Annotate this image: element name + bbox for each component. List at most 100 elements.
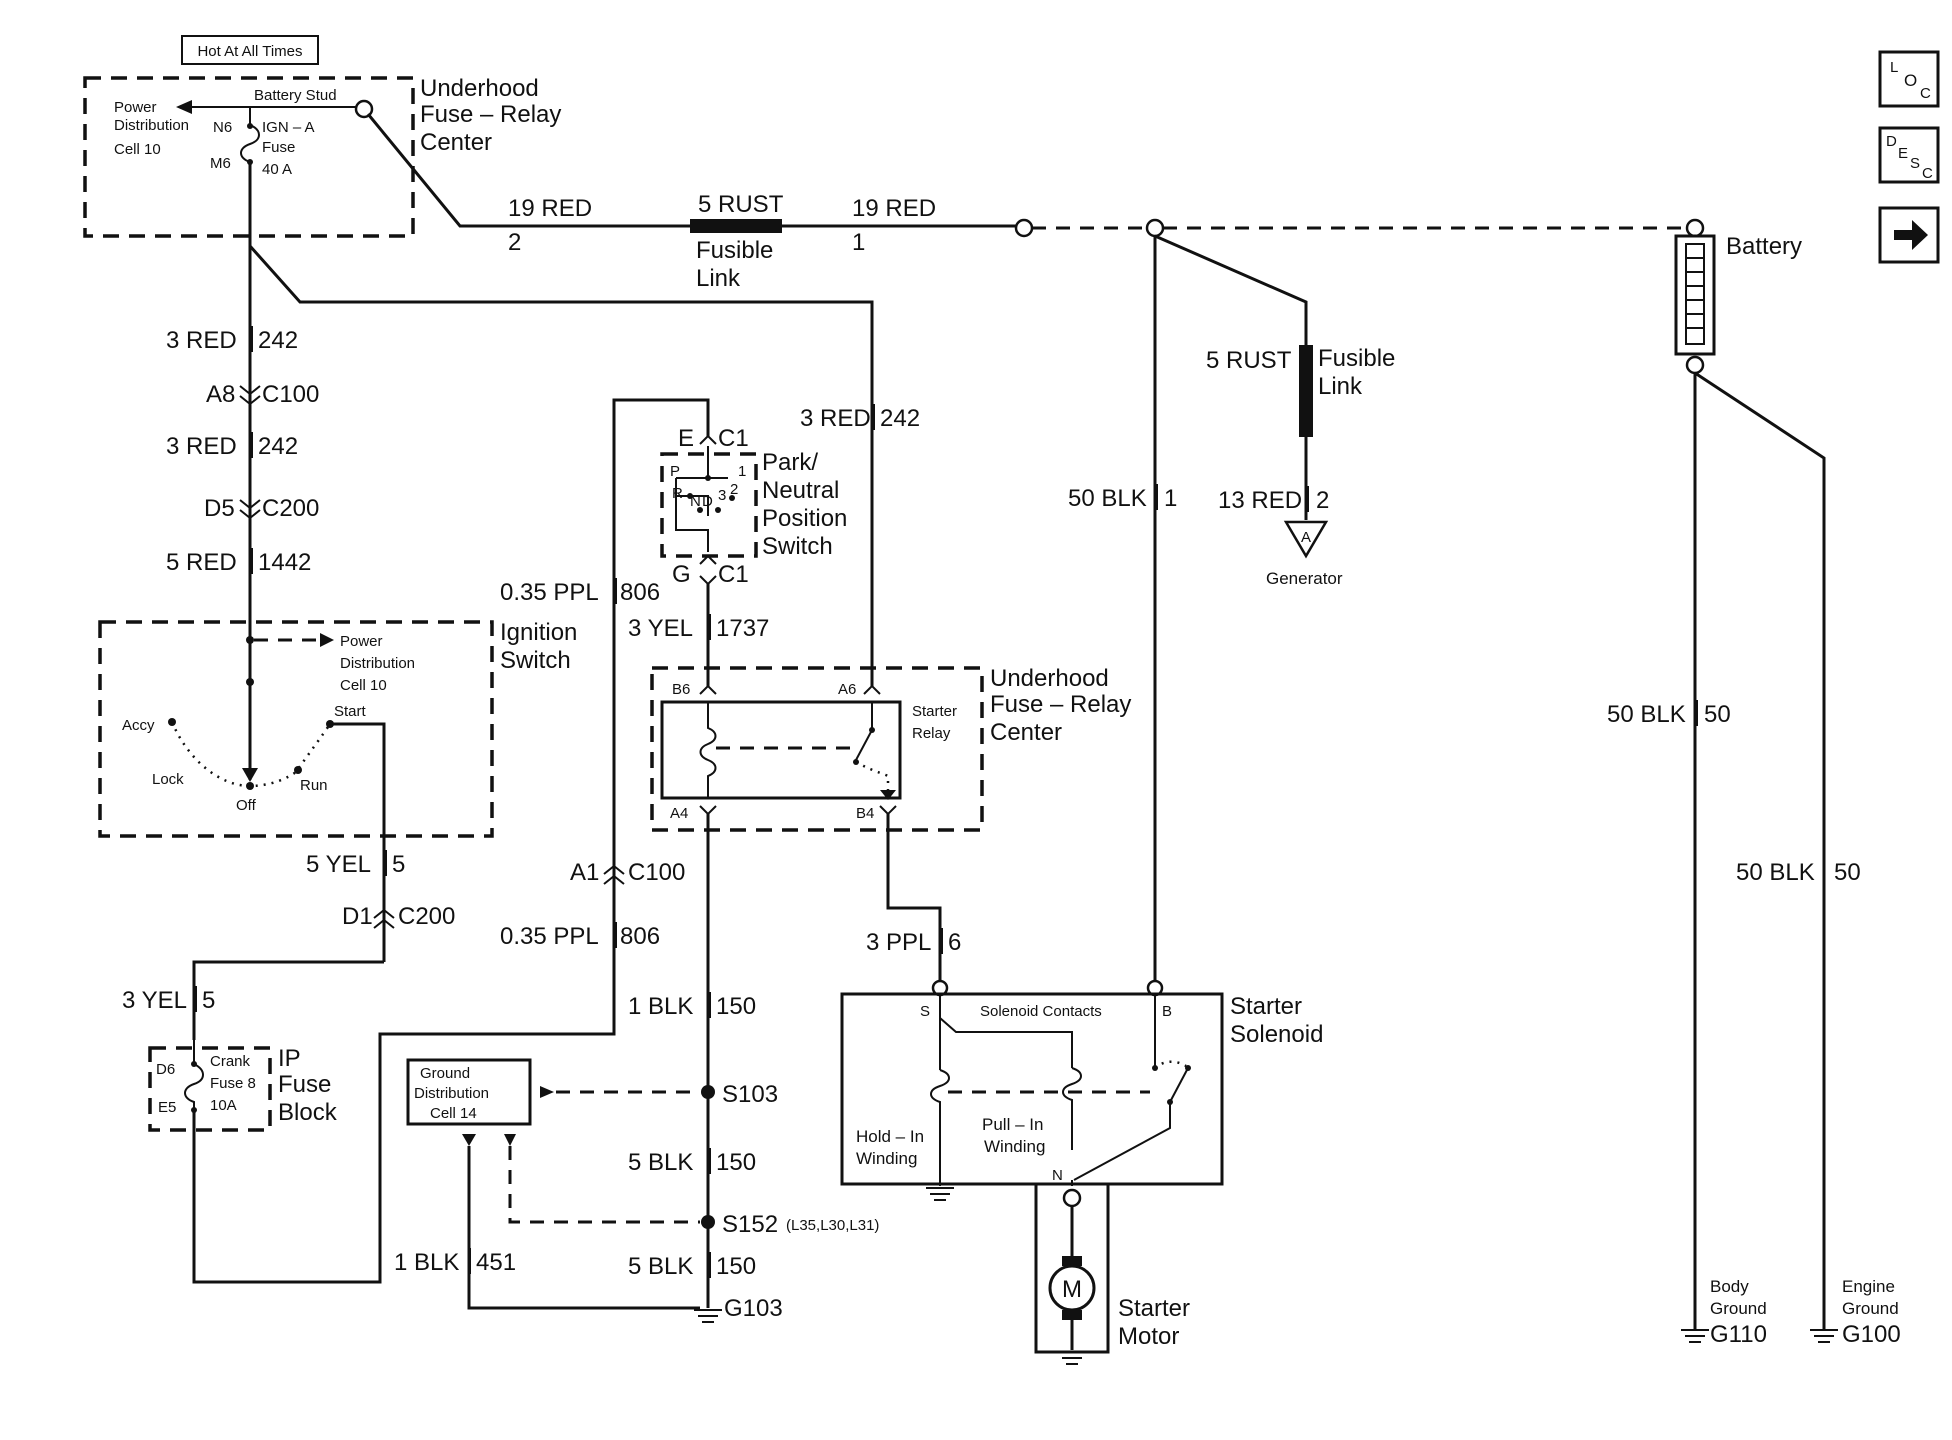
svg-text:Starter: Starter — [1118, 1295, 1190, 1322]
svg-text:150: 150 — [716, 1149, 756, 1176]
arrow-left-icon — [176, 100, 192, 114]
svg-text:Solenoid: Solenoid — [1230, 1021, 1323, 1048]
svg-text:C: C — [1922, 165, 1933, 182]
svg-text:R: R — [672, 485, 683, 502]
svg-text:Fusible: Fusible — [696, 237, 773, 264]
svg-text:3 RED: 3 RED — [166, 327, 237, 354]
svg-text:1 BLK: 1 BLK — [628, 993, 693, 1020]
svg-text:Battery Stud: Battery Stud — [254, 87, 337, 104]
svg-text:0.35 PPL: 0.35 PPL — [500, 923, 599, 950]
svg-text:Power: Power — [340, 633, 383, 650]
svg-text:806: 806 — [620, 579, 660, 606]
svg-text:40 A: 40 A — [262, 161, 292, 178]
svg-text:1: 1 — [852, 229, 865, 256]
svg-text:A6: A6 — [838, 681, 856, 698]
splice-s152 — [701, 1215, 715, 1229]
ignition-switch: Ignition Switch Power Distribution Cell … — [98, 619, 577, 962]
svg-text:Starter: Starter — [1230, 993, 1302, 1020]
svg-text:Fuse: Fuse — [278, 1071, 331, 1098]
ip-fuse-block: D6 E5 Crank Fuse 8 10A IP Fuse Block — [148, 880, 616, 1284]
svg-text:3 RED: 3 RED — [166, 433, 237, 460]
svg-text:5 RED: 5 RED — [166, 549, 237, 576]
svg-text:5 BLK: 5 BLK — [628, 1149, 693, 1176]
crank-fuse — [184, 1040, 204, 1112]
svg-text:D: D — [702, 493, 713, 510]
svg-text:50: 50 — [1704, 701, 1731, 728]
svg-text:Hold – In: Hold – In — [856, 1127, 924, 1146]
svg-text:1: 1 — [738, 463, 746, 480]
hold-in-winding — [930, 1069, 950, 1186]
svg-text:G: G — [672, 561, 691, 588]
svg-text:Distribution: Distribution — [414, 1085, 489, 1102]
wire-19-red-main: 19 RED 2 5 RUST Fusible Link 19 RED 1 — [366, 113, 1690, 292]
svg-text:Fusible: Fusible — [1318, 345, 1395, 372]
svg-text:3 PPL: 3 PPL — [866, 929, 931, 956]
svg-text:L: L — [1890, 59, 1898, 76]
svg-text:Block: Block — [278, 1099, 338, 1126]
svg-text:S: S — [920, 1003, 930, 1020]
svg-text:3 YEL: 3 YEL — [122, 987, 187, 1014]
generator-feed: A Generator 5 RUST Fusible Link 13 RED 2 — [1154, 234, 1395, 588]
svg-text:3: 3 — [718, 487, 726, 504]
svg-text:G100: G100 — [1842, 1321, 1901, 1348]
svg-text:50: 50 — [1834, 859, 1861, 886]
relay-coil — [699, 702, 717, 798]
svg-text:10A: 10A — [210, 1097, 237, 1114]
svg-text:19 RED: 19 RED — [508, 195, 592, 222]
svg-text:Link: Link — [1318, 373, 1363, 400]
svg-text:Winding: Winding — [856, 1149, 917, 1168]
svg-text:150: 150 — [716, 1253, 756, 1280]
svg-text:Switch: Switch — [500, 647, 571, 674]
svg-text:Fuse: Fuse — [262, 139, 295, 156]
svg-text:5 BLK: 5 BLK — [628, 1253, 693, 1280]
description-button[interactable]: D E S C — [1878, 126, 1940, 184]
svg-text:A8: A8 — [206, 381, 235, 408]
svg-text:Underhood: Underhood — [990, 665, 1109, 692]
location-button[interactable]: L O C — [1878, 50, 1940, 108]
ign-a-fuse — [240, 107, 260, 175]
svg-text:150: 150 — [716, 993, 756, 1020]
svg-text:5: 5 — [392, 851, 405, 878]
svg-text:(L35,L30,L31): (L35,L30,L31) — [786, 1217, 879, 1234]
svg-text:S103: S103 — [722, 1081, 778, 1108]
svg-text:2: 2 — [1316, 487, 1329, 514]
svg-text:1 BLK: 1 BLK — [394, 1249, 459, 1276]
svg-text:B6: B6 — [672, 681, 690, 698]
svg-text:C200: C200 — [262, 495, 319, 522]
svg-text:1442: 1442 — [258, 549, 311, 576]
next-page-button[interactable] — [1878, 206, 1940, 264]
svg-text:Generator: Generator — [1266, 569, 1343, 588]
svg-text:Distribution: Distribution — [340, 655, 415, 672]
svg-text:Engine: Engine — [1842, 1277, 1895, 1296]
svg-text:C200: C200 — [398, 903, 455, 930]
svg-text:5 RUST: 5 RUST — [1206, 347, 1292, 374]
svg-text:50 BLK: 50 BLK — [1736, 859, 1815, 886]
svg-text:Hot At All Times: Hot At All Times — [197, 43, 302, 60]
svg-text:IGN – A: IGN – A — [262, 119, 315, 136]
svg-text:Ground: Ground — [420, 1065, 470, 1082]
wire-3-ppl-6: 3 PPL 6 — [866, 814, 961, 988]
svg-text:D6: D6 — [156, 1061, 175, 1078]
svg-text:C1: C1 — [718, 561, 749, 588]
svg-text:N: N — [690, 493, 701, 510]
svg-text:B: B — [1162, 1003, 1172, 1020]
svg-text:D1: D1 — [342, 903, 373, 930]
svg-text:A: A — [1301, 529, 1311, 546]
svg-text:IP: IP — [278, 1045, 301, 1072]
wire-ground-column: 1 BLK 150 S103 5 BLK 150 S152 (L35,L30,L… — [628, 814, 879, 1323]
svg-text:Ground: Ground — [1710, 1299, 1767, 1318]
svg-text:Run: Run — [300, 777, 328, 794]
engine-ground-g100: Engine Ground G100 — [1810, 1277, 1901, 1348]
svg-text:Neutral: Neutral — [762, 477, 839, 504]
generator-connector — [1283, 520, 1329, 559]
svg-text:D5: D5 — [204, 495, 235, 522]
svg-text:G103: G103 — [724, 1295, 783, 1322]
svg-text:P: P — [670, 463, 680, 480]
svg-text:Solenoid Contacts: Solenoid Contacts — [980, 1003, 1102, 1020]
starter-relay: B6 A6 Starter Relay Underhood Fuse – Rel… — [650, 665, 1131, 832]
svg-text:Position: Position — [762, 505, 847, 532]
svg-text:Distribution: Distribution — [114, 117, 189, 134]
svg-text:Body: Body — [1710, 1277, 1749, 1296]
svg-text:Cell 10: Cell 10 — [114, 141, 161, 158]
